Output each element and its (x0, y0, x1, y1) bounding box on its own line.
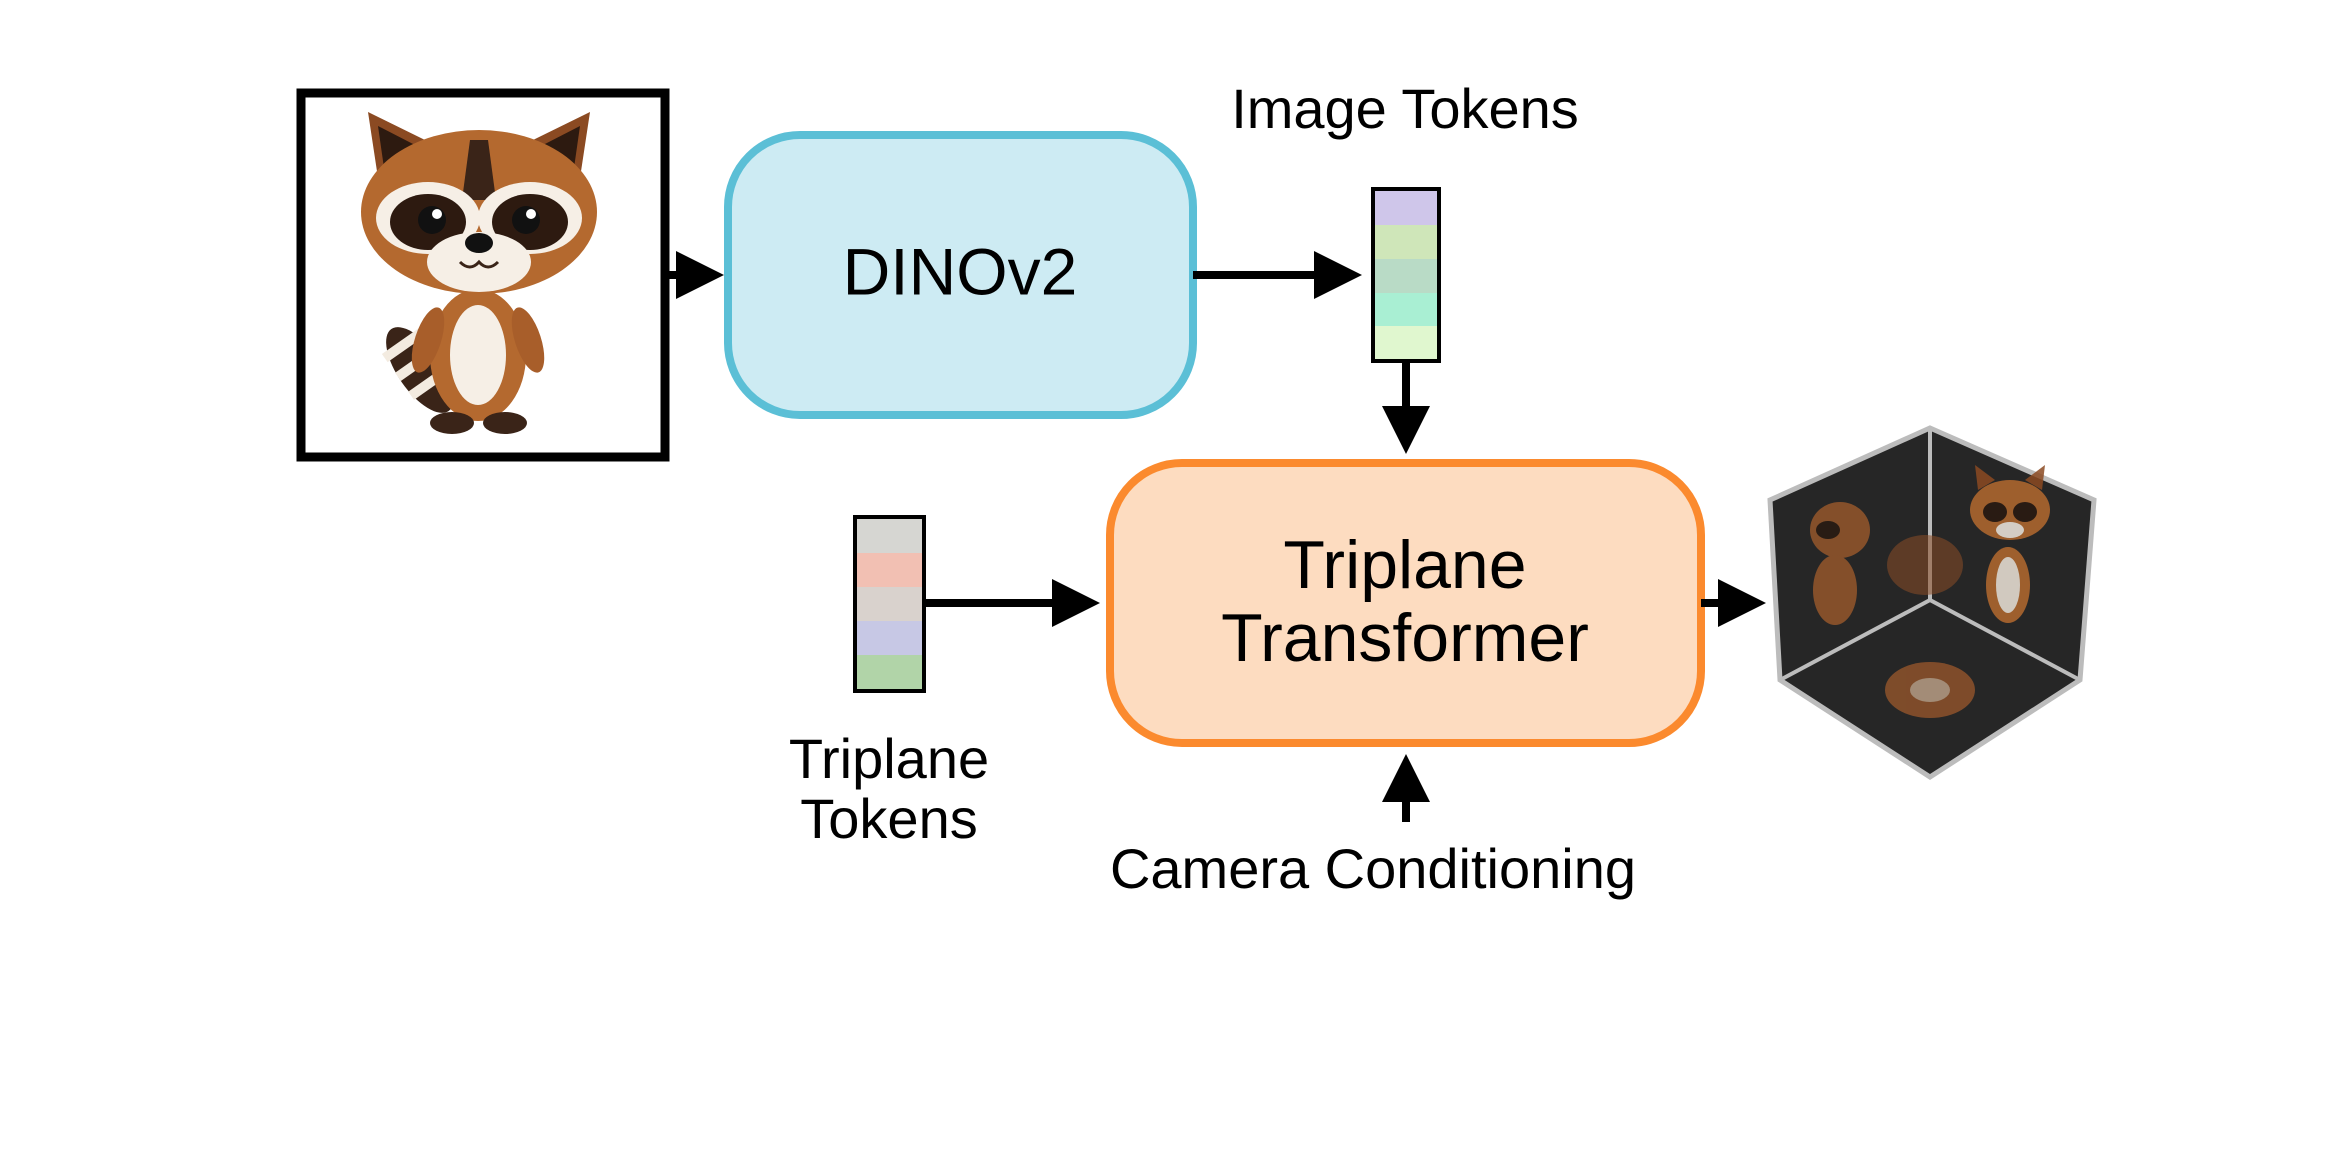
triplane-tokens-stack (853, 515, 926, 693)
transformer-block: Triplane Transformer (1106, 459, 1705, 747)
triplane-token (855, 621, 924, 655)
image-token (1373, 189, 1439, 225)
triplane-token (855, 517, 924, 553)
transformer-label-line2: Transformer (1221, 600, 1589, 676)
triplane-cube-render-icon (1767, 425, 2097, 780)
image-token (1373, 225, 1439, 259)
triplane-token (855, 587, 924, 621)
camera-conditioning-label: Camera Conditioning (1110, 837, 1636, 900)
triplane-tokens-label-line1: Triplane (789, 727, 989, 790)
triplane-token (855, 655, 924, 691)
image-tokens-stack (1371, 187, 1441, 363)
image-token (1373, 326, 1439, 361)
transformer-label-line1: Triplane (1283, 527, 1526, 603)
image-token (1373, 259, 1439, 293)
raccoon-illustration-icon (361, 112, 597, 434)
image-tokens-label: Image Tokens (1231, 77, 1579, 140)
input-image (296, 88, 670, 462)
triplane-tokens-label-line2: Tokens (800, 787, 977, 850)
image-token (1373, 293, 1439, 326)
encoder-block: DINOv2 (724, 131, 1197, 419)
triplane-token (855, 553, 924, 587)
encoder-label: DINOv2 (843, 234, 1078, 308)
